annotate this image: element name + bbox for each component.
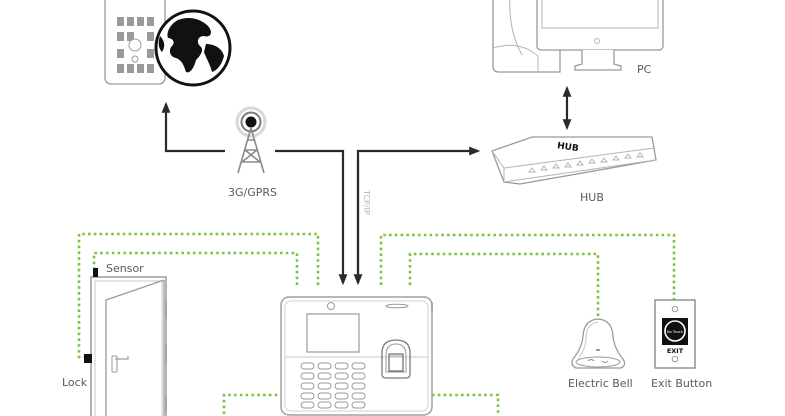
terminal-screen — [306, 313, 360, 353]
wire-tower-to-terminal — [275, 149, 348, 286]
cell-tower-icon — [235, 106, 267, 174]
access-terminal-icon — [280, 296, 433, 416]
sensor-icon — [93, 268, 98, 277]
exit-button-icon: No Touch EXIT — [654, 299, 696, 369]
pc-icon — [492, 0, 664, 73]
lock-label: Lock — [62, 376, 88, 389]
wire-tower-to-mobile — [161, 101, 225, 153]
signal-line-bottom-left — [222, 393, 283, 416]
tower-label: 3G/GPRS — [228, 186, 277, 199]
fingerprint-sensor-icon — [381, 339, 411, 379]
network-wires — [161, 85, 572, 286]
electric-bell-icon — [571, 318, 626, 369]
hub-device-text: HUB — [556, 141, 579, 154]
signal-line-bottom-right — [432, 393, 500, 416]
signal-line-sensor — [92, 251, 299, 285]
tcpip-label: TCP/IP — [362, 189, 371, 215]
terminal-keypad — [300, 362, 366, 409]
hub-icon: HUB — [491, 136, 657, 185]
hub-label: HUB — [580, 191, 604, 204]
wire-terminal-to-hub — [356, 146, 481, 283]
signal-lines — [77, 232, 676, 416]
exit-button-device-text: EXIT — [667, 347, 684, 355]
mobile-phone-icon — [104, 0, 166, 85]
signal-line-lock — [77, 232, 320, 359]
pc-label: PC — [637, 63, 652, 76]
signal-line-exit-button — [379, 233, 676, 300]
bell-label: Electric Bell — [568, 377, 633, 390]
globe-icon — [154, 9, 232, 87]
door-icon — [90, 276, 167, 416]
exit-button-touch-text: No Touch — [667, 330, 683, 334]
exit-button-label: Exit Button — [651, 377, 712, 390]
sensor-label: Sensor — [106, 262, 144, 275]
signal-line-bell — [408, 252, 600, 316]
lock-icon — [84, 354, 92, 363]
